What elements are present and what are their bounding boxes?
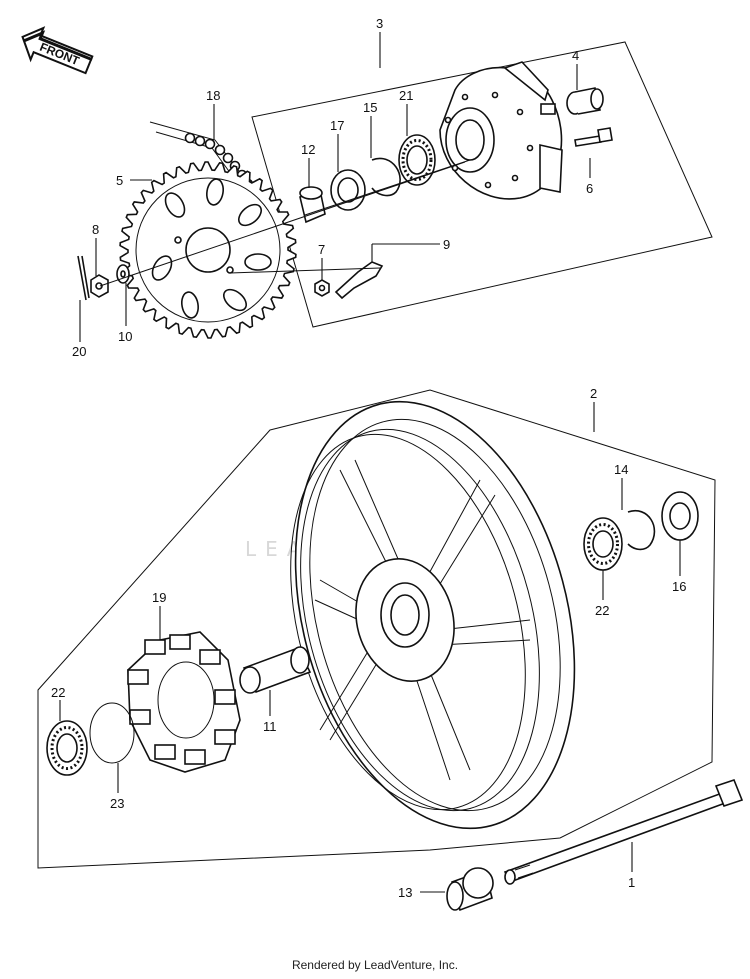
callout-2: 2 bbox=[590, 386, 597, 401]
callout-12: 12 bbox=[301, 142, 315, 157]
part-17-seal bbox=[330, 169, 366, 211]
callout-7: 7 bbox=[318, 242, 325, 257]
callout-23: 23 bbox=[110, 796, 124, 811]
part-11-spacer bbox=[239, 646, 312, 694]
callout-14: 14 bbox=[614, 462, 628, 477]
cast-wheel bbox=[290, 400, 576, 830]
part-13-collar bbox=[446, 867, 494, 912]
callout-17: 17 bbox=[330, 118, 344, 133]
part-4-collar bbox=[566, 87, 604, 115]
part-20-cotter-pin bbox=[77, 255, 90, 301]
callout-22-left: 22 bbox=[51, 685, 65, 700]
part-14-circlip bbox=[627, 509, 656, 551]
part-15-circlip bbox=[371, 157, 401, 197]
callout-15: 15 bbox=[363, 100, 377, 115]
callout-1: 1 bbox=[628, 875, 635, 890]
part-1-axle bbox=[503, 779, 744, 885]
callout-8: 8 bbox=[92, 222, 99, 237]
part-6-bolt bbox=[574, 127, 613, 147]
part-8-castle-nut bbox=[90, 274, 109, 298]
callout-6: 6 bbox=[586, 181, 593, 196]
part-22-bearing-left bbox=[46, 720, 88, 776]
callout-9: 9 bbox=[443, 237, 450, 252]
part-10-washer bbox=[116, 264, 130, 284]
sprocket-hub bbox=[439, 61, 563, 200]
callout-labels: 3 4 5 6 18 12 17 15 21 7 9 8 10 20 2 14 … bbox=[51, 16, 686, 900]
part-16-seal bbox=[661, 491, 699, 541]
part-21-bearing bbox=[398, 134, 436, 186]
part-19-damper bbox=[127, 631, 241, 773]
callout-21: 21 bbox=[399, 88, 413, 103]
part-22-bearing-right bbox=[583, 517, 623, 571]
rear-sprocket bbox=[119, 161, 297, 339]
part-7-nut bbox=[314, 279, 330, 297]
callout-13: 13 bbox=[398, 885, 412, 900]
callout-5: 5 bbox=[116, 173, 123, 188]
callout-10: 10 bbox=[118, 329, 132, 344]
footer-credit: Rendered by LeadVenture, Inc. bbox=[291, 958, 459, 972]
part-23-o-ring bbox=[89, 702, 135, 764]
callout-22-right: 22 bbox=[595, 603, 609, 618]
callout-4: 4 bbox=[572, 48, 579, 63]
leader-lines bbox=[59, 32, 681, 893]
callout-19: 19 bbox=[152, 590, 166, 605]
callout-16: 16 bbox=[672, 579, 686, 594]
callout-18: 18 bbox=[206, 88, 220, 103]
part-9-lock-plate bbox=[334, 261, 384, 300]
part-12-collar bbox=[299, 186, 326, 224]
upper-axis-lines bbox=[99, 159, 471, 287]
callout-20: 20 bbox=[72, 344, 86, 359]
callout-3: 3 bbox=[376, 16, 383, 31]
callout-11: 11 bbox=[263, 719, 277, 734]
front-arrow: FRONT bbox=[21, 26, 94, 75]
lower-assembly-boundary bbox=[37, 389, 716, 869]
